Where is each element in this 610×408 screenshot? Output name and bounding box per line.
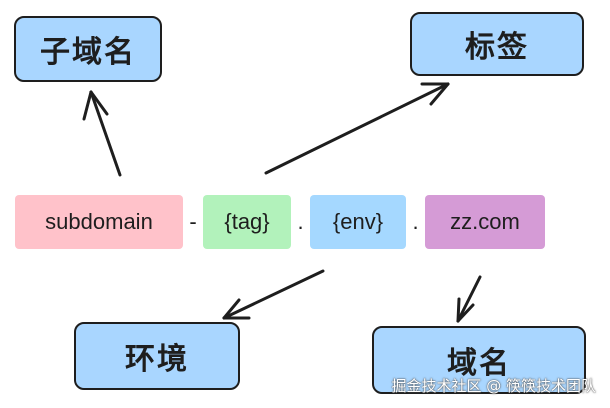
zz-com-segment: zz.com [425,195,545,249]
arrow-to-domain [456,275,482,323]
tag-segment: {tag} [203,195,291,249]
subdomain-label-box: 子域名 [14,16,162,82]
subdomain-segment: subdomain [15,195,183,249]
tag-label-box: 标签 [410,12,584,76]
dot-separator-1: . [297,209,304,234]
arrow-to-subdomain [82,90,122,177]
dot-separator-2: . [412,209,419,234]
env-segment: {env} [310,195,406,249]
arrow-to-tag [264,82,450,175]
hyphen-separator: - [189,209,197,234]
arrow-to-env [222,269,325,320]
domain-label-box: 域名 [372,326,586,394]
watermark: 掘金技术社区 @ 筷筷技术团队 [391,377,596,395]
env-label-box: 环境 [74,322,240,390]
